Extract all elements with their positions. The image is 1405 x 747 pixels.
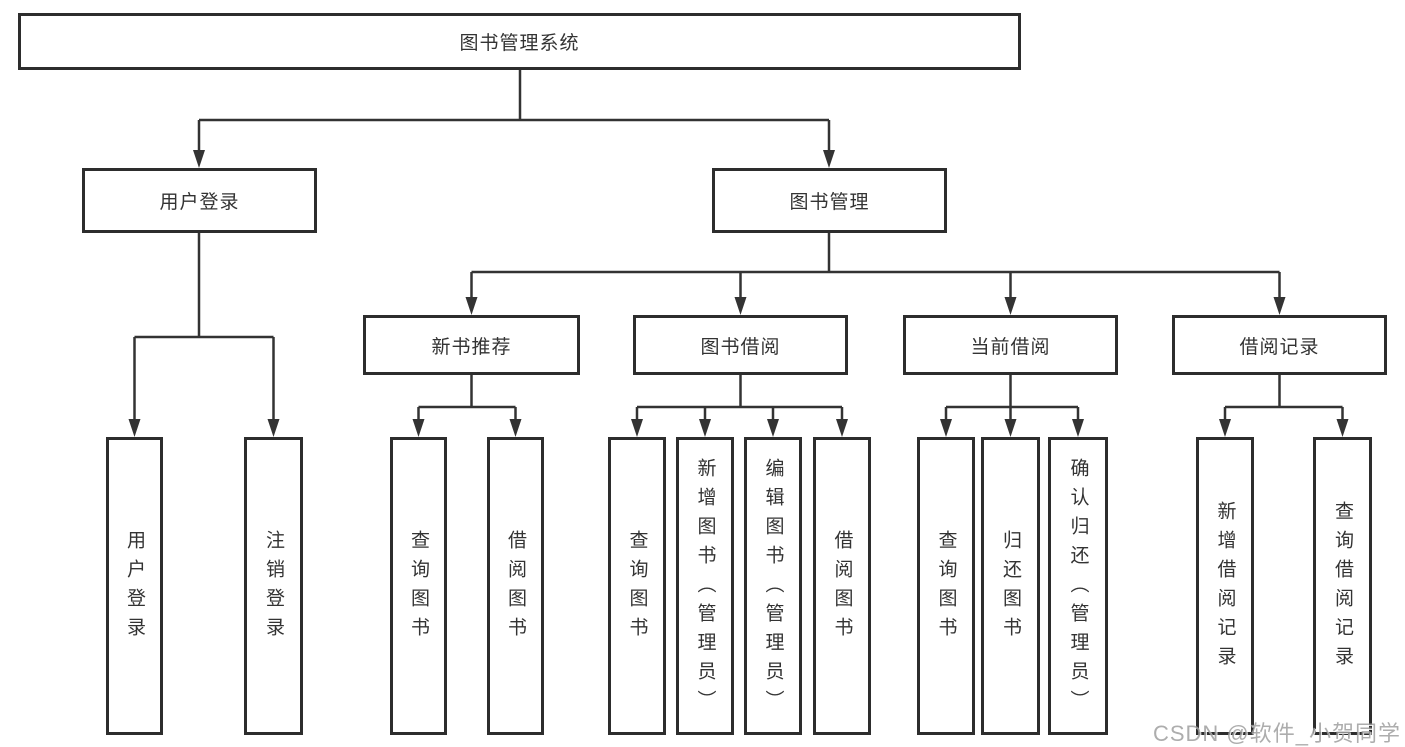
leaf-br-add-borrow-record: 新增借阅记录	[1196, 437, 1254, 735]
leaf-nb-query-books: 查询图书	[390, 437, 447, 735]
leaf-bb-borrow-books: 借阅图书	[813, 437, 871, 735]
leaf-bb-query-books: 查询图书	[608, 437, 666, 735]
leaf-cb-return-books: 归还图书	[981, 437, 1040, 735]
node-new-book-recommend: 新书推荐	[363, 315, 580, 375]
node-book-borrowing: 图书借阅	[633, 315, 848, 375]
node-user-login: 用户登录	[82, 168, 317, 233]
leaf-user-login: 用户登录	[106, 437, 163, 735]
leaf-bb-add-books-admin: 新增图书（管理员）	[676, 437, 734, 735]
leaf-logout: 注销登录	[244, 437, 303, 735]
leaf-nb-borrow-books: 借阅图书	[487, 437, 544, 735]
leaf-cb-query-books: 查询图书	[917, 437, 975, 735]
arrowheads	[128, 150, 1349, 437]
node-borrow-records: 借阅记录	[1172, 315, 1387, 375]
leaf-cb-confirm-return-admin: 确认归还（管理员）	[1048, 437, 1108, 735]
leaf-bb-edit-books-admin: 编辑图书（管理员）	[744, 437, 802, 735]
node-book-management: 图书管理	[712, 168, 947, 233]
node-root: 图书管理系统	[18, 13, 1021, 70]
csdn-watermark: CSDN @软件_小贺同学	[1152, 721, 1401, 746]
leaf-br-query-borrow-record: 查询借阅记录	[1313, 437, 1372, 735]
node-current-borrowing: 当前借阅	[903, 315, 1118, 375]
